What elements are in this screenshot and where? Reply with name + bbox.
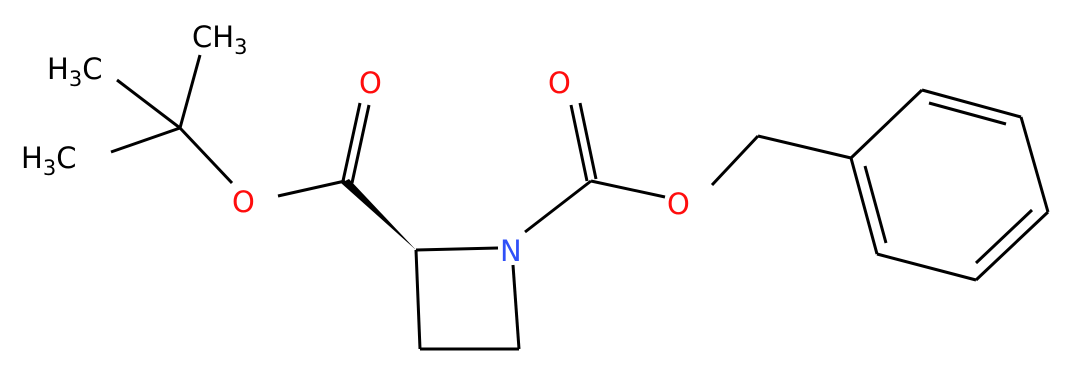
bond-cq-ester-o: [178, 126, 234, 185]
bond-cq-methyl-lower-left: [110, 126, 181, 154]
stereo-wedge-bond: [341, 179, 416, 250]
bond-n-carbamate-c: [524, 179, 592, 234]
bond-ph-5-6: [876, 252, 977, 282]
bond-ph-inner-6-1: [863, 165, 888, 244]
bond-ph-inner-4-5: [974, 208, 1034, 265]
bond-carbamate-double-2: [578, 102, 598, 180]
atom-labels: CH3 H3C H3C O O O O N: [21, 20, 690, 268]
ester-carbonyl-oxygen: O: [359, 66, 382, 100]
bond-c3-c2: [414, 249, 422, 350]
bond-ch2-phenyl: [757, 134, 852, 160]
bond-ph-4-5: [974, 210, 1050, 282]
bond-ph-2-3: [921, 88, 1022, 119]
ester-ether-oxygen: O: [232, 185, 255, 219]
bond-ether-o-ch2: [710, 134, 760, 187]
bond-cq-methyl-top: [178, 54, 202, 129]
bond-ph-3-4: [1019, 116, 1050, 213]
carbamate-ether-oxygen: O: [667, 187, 690, 221]
methyl-upper-left-label: H3C: [47, 52, 102, 91]
bond-c2-n: [415, 246, 499, 252]
bond-carbamate-double-1: [569, 104, 589, 182]
bond-carbamate-c-ether-o: [590, 179, 666, 199]
bond-ester-o-carbonyl-c: [277, 179, 346, 198]
bond-ph-1-2: [849, 88, 924, 160]
carbamate-carbonyl-oxygen: O: [548, 66, 571, 100]
bond-ester-double-2: [350, 104, 371, 184]
bond-ester-double-1: [341, 102, 362, 182]
bond-n-c4: [511, 264, 521, 350]
bond-ph-inner-2-3: [928, 101, 1007, 126]
bond-ph-6-1: [849, 157, 879, 255]
ring-nitrogen: N: [500, 234, 522, 268]
bond-cq-methyl-upper-left: [116, 78, 181, 130]
bond-lines: [110, 54, 1050, 351]
methyl-top-label: CH3: [192, 20, 247, 59]
methyl-lower-left-label: H3C: [21, 141, 76, 180]
